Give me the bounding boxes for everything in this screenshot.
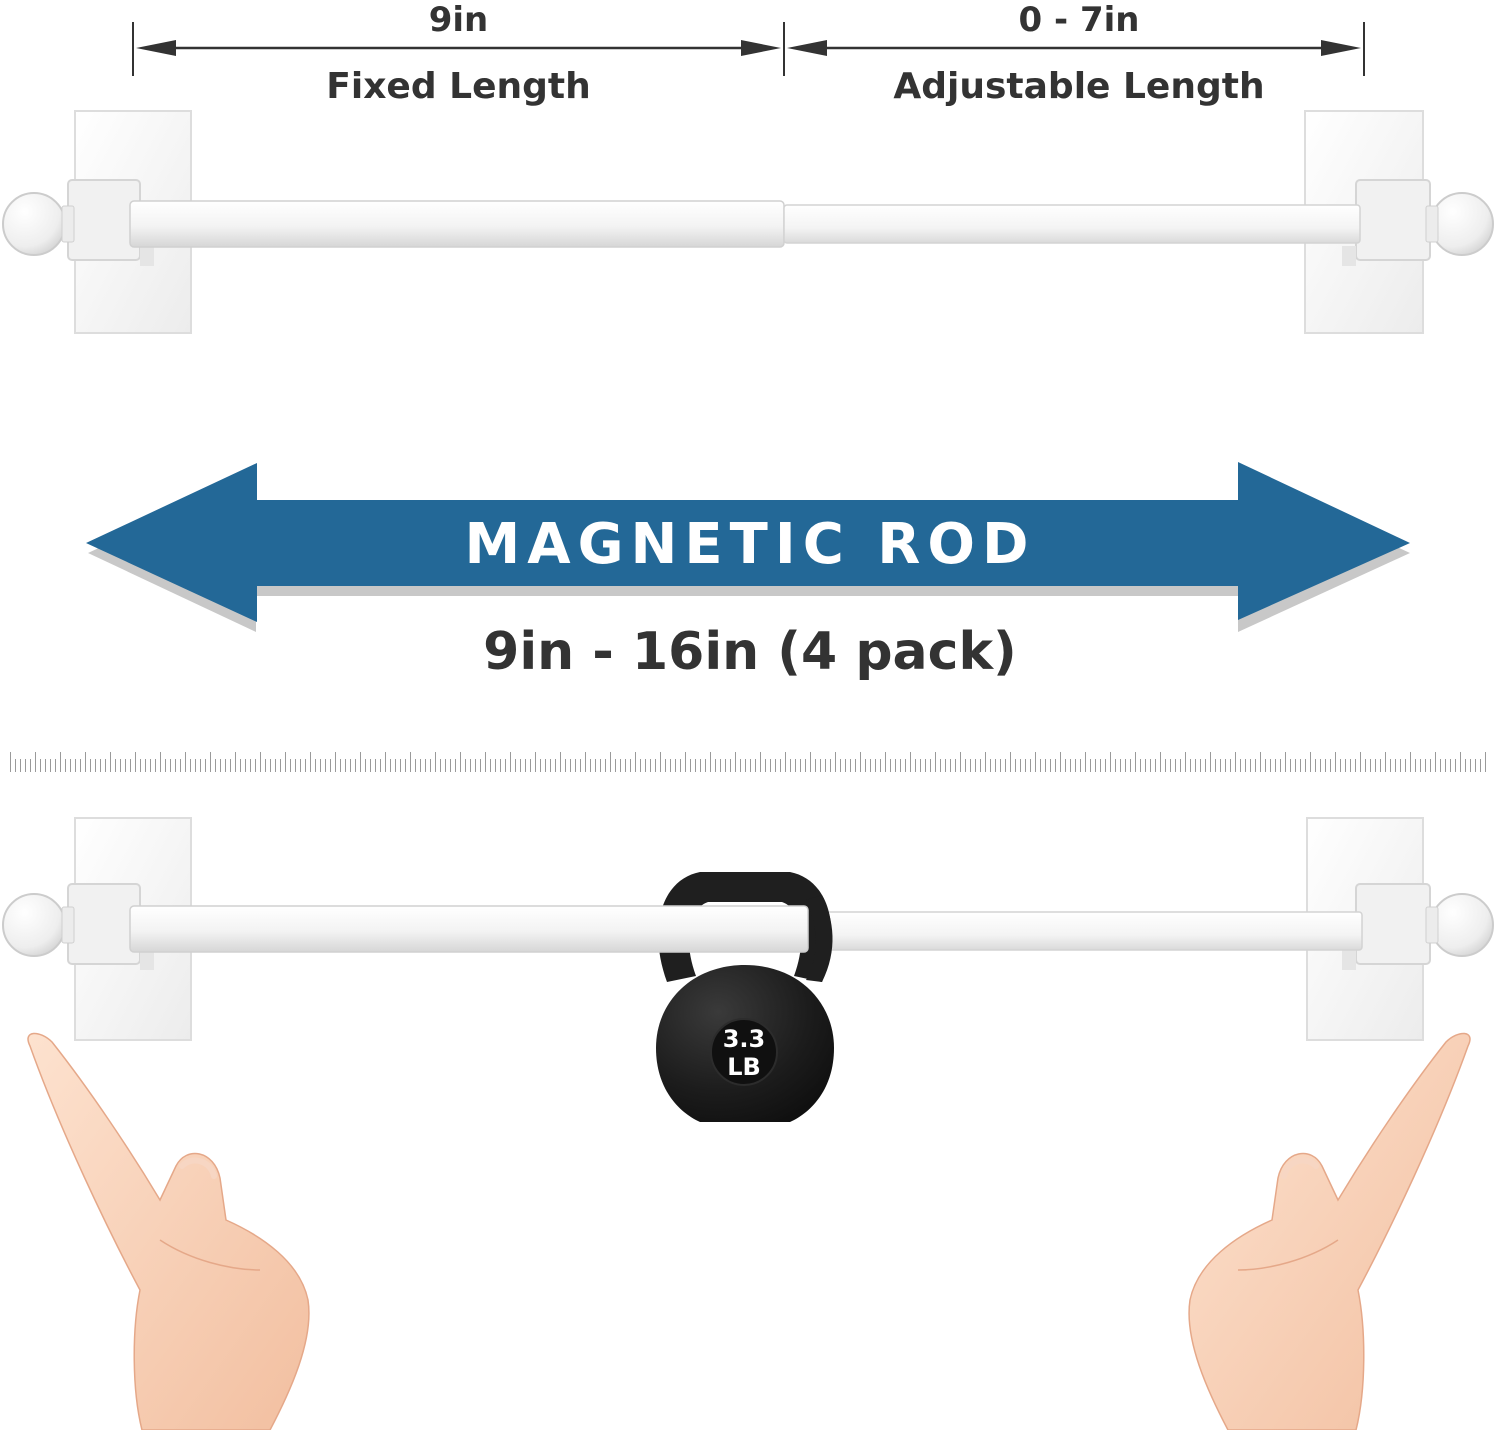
- bottom-rod-assembly: [2, 817, 1494, 1041]
- left-hand: [27, 1032, 310, 1430]
- adjustable-length-value: 0 - 7in: [1018, 0, 1140, 40]
- magnetic-rod-banner-arrow: [86, 462, 1410, 632]
- fixed-length-value: 9in: [428, 0, 489, 40]
- adjustable-length-label: Adjustable Length: [893, 66, 1265, 107]
- banner-title: MAGNETIC ROD: [464, 512, 1036, 577]
- top-rod-assembly: [2, 110, 1494, 334]
- dimension-lines: [132, 22, 1365, 76]
- ruler: [10, 752, 1490, 774]
- fixed-length-label: Fixed Length: [326, 66, 591, 107]
- kettlebell-weight-number: 3.3: [723, 1025, 766, 1053]
- kettlebell: 3.3 LB: [656, 965, 834, 1122]
- size-range-label: 9in - 16in (4 pack): [483, 622, 1017, 682]
- kettlebell-weight-unit: LB: [727, 1053, 761, 1081]
- right-hand: [1188, 1032, 1471, 1430]
